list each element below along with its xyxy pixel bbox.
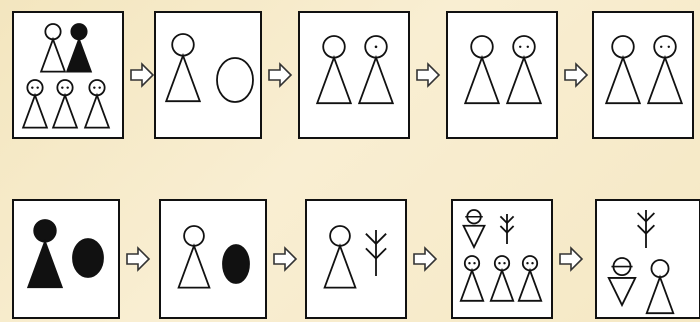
arrow-shape <box>269 64 291 86</box>
figure-eye <box>498 262 500 264</box>
figure-head <box>471 36 493 58</box>
panel-frame <box>299 12 409 138</box>
figure-eye <box>61 86 63 88</box>
figure-eye <box>66 86 68 88</box>
panel-row1-2 <box>155 12 261 138</box>
right-hollow-arrow-icon <box>131 64 153 86</box>
figure-head <box>34 220 56 242</box>
arrow-shape <box>560 248 582 270</box>
panel-frame <box>160 200 266 318</box>
panel-row2-4 <box>452 200 552 318</box>
right-hollow-arrow-icon <box>414 248 436 270</box>
panel-row2-2 <box>160 200 266 318</box>
figure-eye <box>36 86 38 88</box>
panel-row2-3 <box>306 200 406 318</box>
figure-head <box>654 36 676 58</box>
figure-eye <box>526 262 528 264</box>
right-hollow-arrow-icon <box>560 248 582 270</box>
panel-row1-5 <box>593 12 693 138</box>
panel-row1-1 <box>13 12 123 138</box>
figure-head <box>184 226 204 246</box>
panel-frame <box>596 200 700 318</box>
figure-eye <box>519 46 521 48</box>
figure-eye <box>375 46 378 49</box>
figure-eye <box>473 262 475 264</box>
figure-head <box>513 36 535 58</box>
filled-circle <box>73 239 103 277</box>
figure-head <box>323 36 345 58</box>
arrow-shape <box>274 248 296 270</box>
arrow-shape <box>565 64 587 86</box>
panel-frame <box>593 12 693 138</box>
figure-eye <box>468 262 470 264</box>
arrow-shape <box>131 64 153 86</box>
figure-eye <box>98 86 100 88</box>
panel-row2-1 <box>13 200 119 318</box>
arrow-shape <box>417 64 439 86</box>
figure-eye <box>503 262 505 264</box>
arrow-shape <box>127 248 149 270</box>
right-hollow-arrow-icon <box>565 64 587 86</box>
panel-frame <box>306 200 406 318</box>
right-hollow-arrow-icon <box>127 248 149 270</box>
panel-row1-4 <box>447 12 557 138</box>
figure-eye <box>31 86 33 88</box>
figure-eye <box>668 46 670 48</box>
hollow-circle <box>217 58 253 102</box>
right-hollow-arrow-icon <box>274 248 296 270</box>
figure-eye <box>527 46 529 48</box>
arrow-shape <box>414 248 436 270</box>
filled-circle <box>223 245 249 283</box>
figure-eye <box>93 86 95 88</box>
figure-eye <box>660 46 662 48</box>
panel-row1-3 <box>299 12 409 138</box>
figure-head <box>172 34 194 56</box>
right-hollow-arrow-icon <box>417 64 439 86</box>
figure-head <box>612 36 634 58</box>
panel-row2-5 <box>596 200 700 318</box>
figure-eye <box>531 262 533 264</box>
figure-head <box>330 226 350 246</box>
right-hollow-arrow-icon <box>269 64 291 86</box>
panel-frame <box>447 12 557 138</box>
